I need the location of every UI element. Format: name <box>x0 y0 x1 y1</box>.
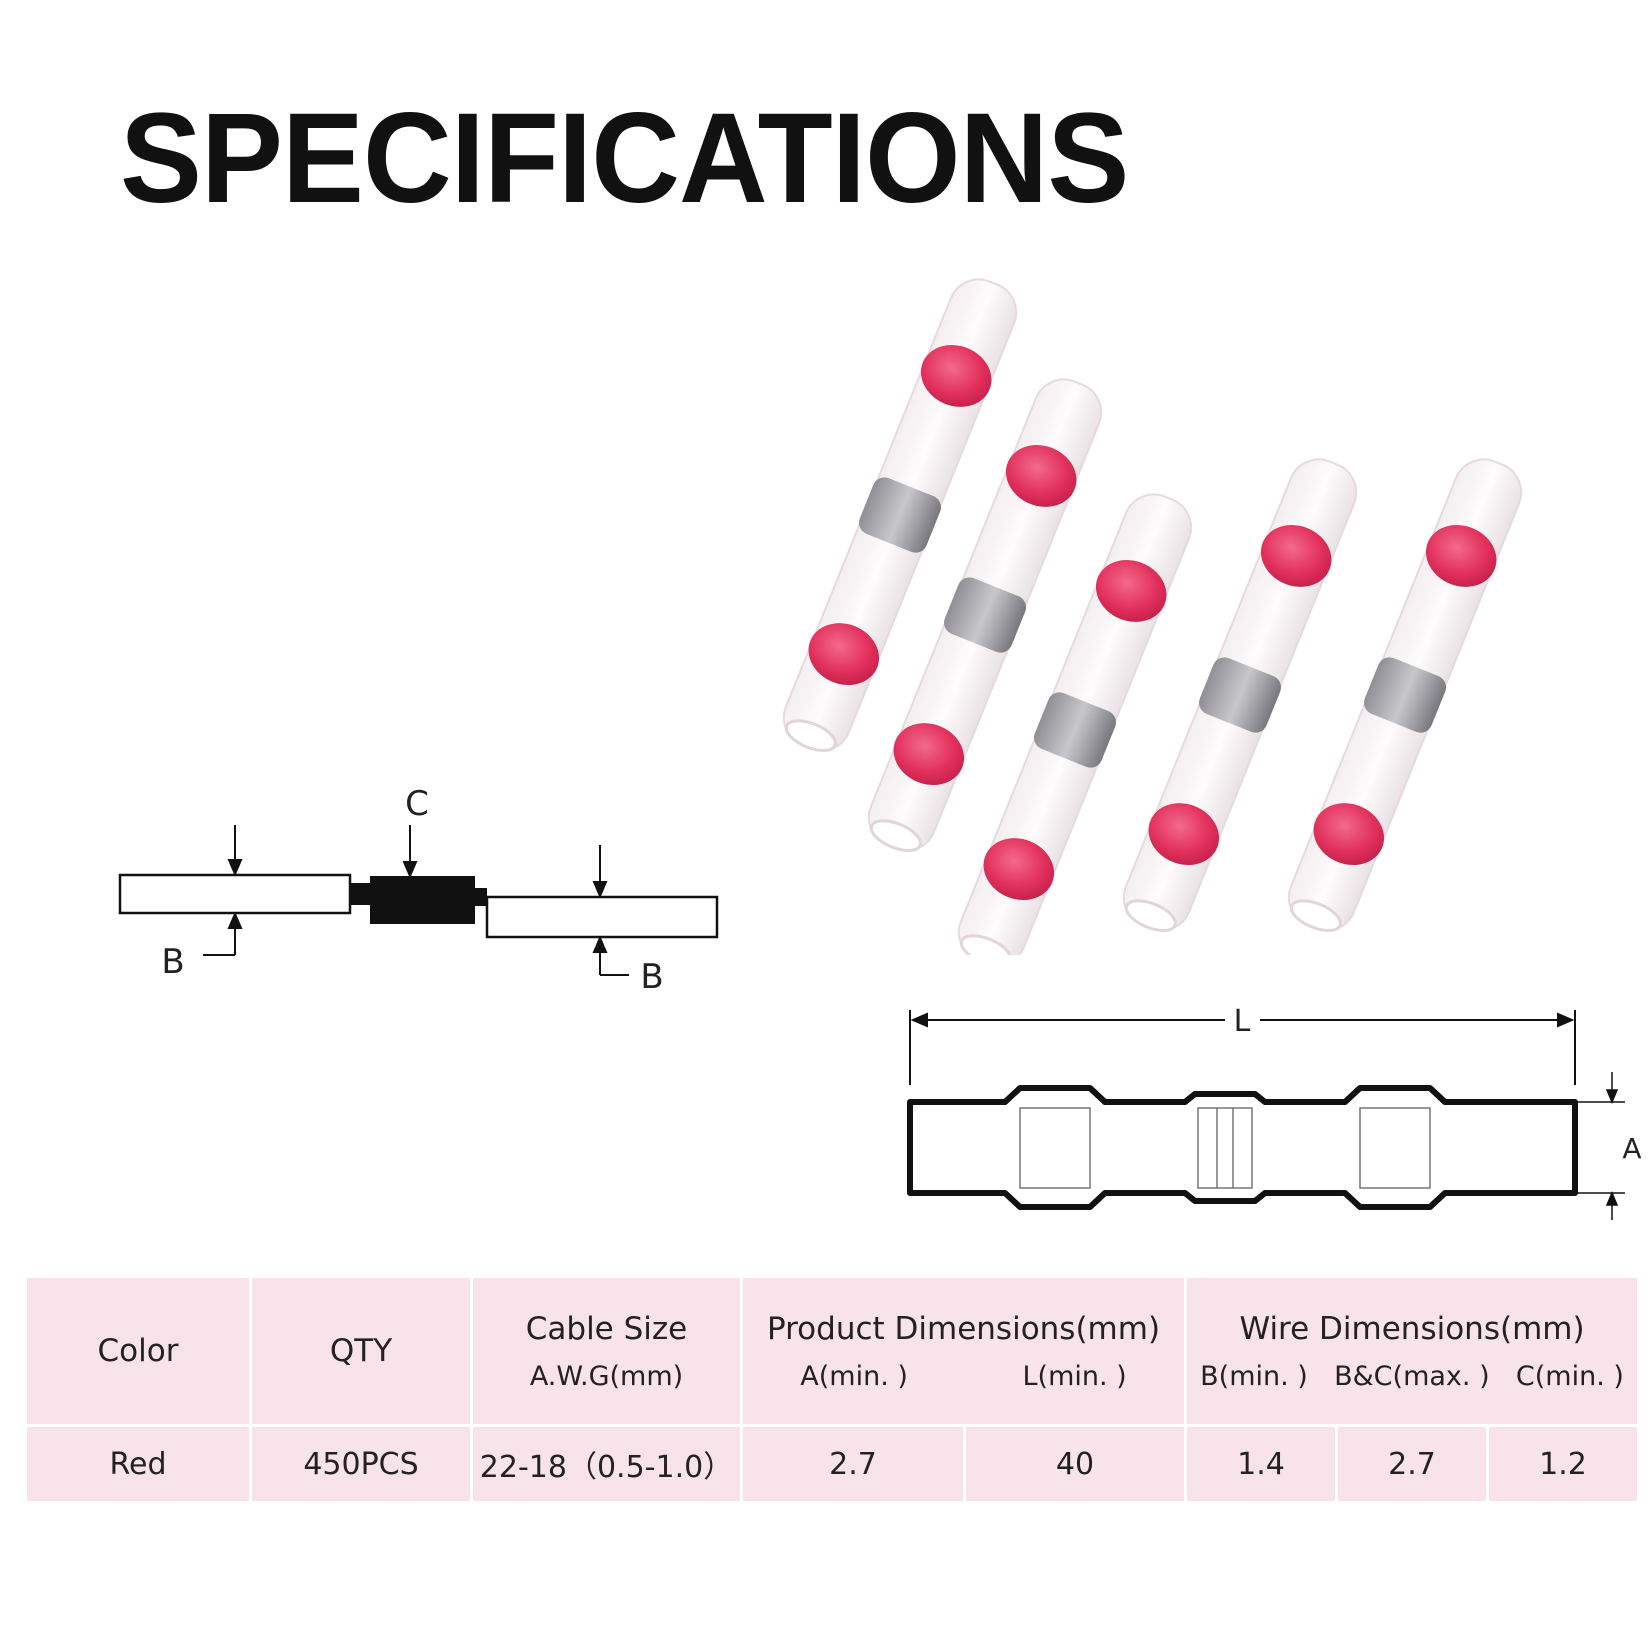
cell-color: Red <box>27 1427 249 1501</box>
cell-b-min: 1.4 <box>1187 1427 1336 1501</box>
header-bc-max: B&C(max. ) <box>1334 1360 1490 1392</box>
cell-cable-size: 22-18（0.5-1.0） <box>473 1427 740 1501</box>
cell-a-min: 2.7 <box>743 1427 963 1501</box>
header-wire-dimensions: Wire Dimensions(mm) B(min. ) B&C(max. ) … <box>1187 1278 1638 1424</box>
spec-table: Color QTY Cable Size A.W.G(mm) Product D… <box>24 1275 1640 1504</box>
label-b-left: B <box>161 942 184 982</box>
connector-2 <box>867 378 1103 852</box>
cell-qty: 450PCS <box>252 1427 470 1501</box>
header-cable-size: Cable Size A.W.G(mm) <box>473 1278 740 1424</box>
connector-outline <box>907 1085 1578 1210</box>
label-l: L <box>1234 1004 1251 1039</box>
cell-c-min: 1.2 <box>1489 1427 1638 1501</box>
left-wire-insulation <box>118 873 352 915</box>
page-title: SPECIFICATIONS <box>120 87 1129 230</box>
cell-bc-max: 2.7 <box>1338 1427 1487 1501</box>
product-dimension-diagram: L A <box>907 1004 1642 1220</box>
bare-conductor-left <box>350 883 370 905</box>
table-row: Red 450PCS 22-18（0.5-1.0） 2.7 40 1.4 2.7… <box>27 1427 1638 1501</box>
label-a: A <box>1622 1132 1641 1165</box>
connector-5 <box>1287 458 1523 932</box>
connector-4 <box>1122 458 1358 932</box>
header-b-min: B(min. ) <box>1200 1360 1308 1392</box>
bare-conductor <box>370 876 475 924</box>
table-header-row: Color QTY Cable Size A.W.G(mm) Product D… <box>27 1278 1638 1424</box>
right-wire-insulation <box>485 895 719 939</box>
connector-1 <box>782 278 1018 752</box>
label-b-right: B <box>640 957 663 997</box>
connector-3 <box>957 493 1193 955</box>
header-c-min: C(min. ) <box>1515 1360 1624 1392</box>
cell-l-min: 40 <box>966 1427 1185 1501</box>
wire-dimension-diagram: C B B <box>118 784 719 997</box>
bare-conductor-right <box>475 888 487 906</box>
header-a-min: A(min. ) <box>800 1360 908 1392</box>
header-qty: QTY <box>252 1278 470 1424</box>
header-color: Color <box>27 1278 249 1424</box>
header-product-dimensions: Product Dimensions(mm) A(min. ) L(min. ) <box>743 1278 1185 1424</box>
header-l-min: L(min. ) <box>1022 1360 1127 1392</box>
product-photo <box>782 278 1523 955</box>
label-c: C <box>405 784 429 824</box>
